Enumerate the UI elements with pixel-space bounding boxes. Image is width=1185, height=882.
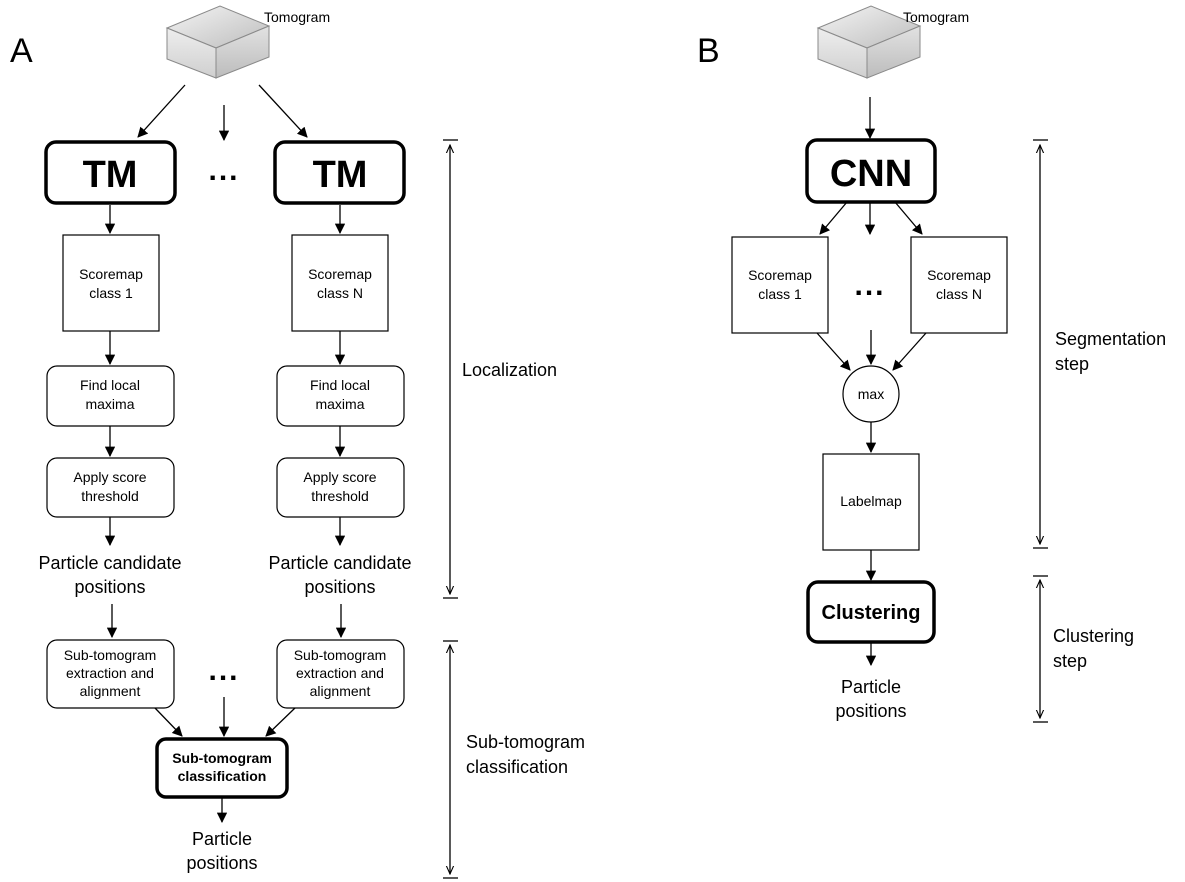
- scoremap-box-right: [291, 234, 389, 332]
- positions-a-line1: Particle: [192, 829, 252, 849]
- segmentation-line1: Segmentation: [1055, 329, 1166, 349]
- find-local-left-line1: Find local: [80, 377, 140, 393]
- apply-threshold-left-line2: threshold: [81, 488, 139, 504]
- positions-b-line2: positions: [835, 701, 906, 721]
- candidates-left-line2: positions: [74, 577, 145, 597]
- panel-b: B Tomogram CNN Scoremap class 1 ... Scor…: [697, 5, 1166, 723]
- tomogram-cube-icon-b: [816, 5, 922, 79]
- subtomo-class-line2: classification: [178, 768, 267, 784]
- apply-threshold-right-line1: Apply score: [303, 469, 376, 485]
- tm-label-right: TM: [313, 154, 368, 196]
- scoremap-right-line2: class N: [317, 285, 363, 301]
- scoremap-left-line2: class 1: [89, 285, 133, 301]
- find-local-right-line1: Find local: [310, 377, 370, 393]
- subtomo-extract-box-right: [276, 639, 405, 709]
- find-local-right-line2: maxima: [315, 396, 364, 412]
- segmentation-bracket: [1033, 139, 1048, 549]
- scoremap-b-left-line2: class 1: [758, 286, 802, 302]
- max-label: max: [858, 386, 884, 402]
- labelmap-label: Labelmap: [840, 493, 902, 509]
- clustering-step-line2: step: [1053, 651, 1087, 671]
- tomogram-label-b: Tomogram: [903, 9, 969, 25]
- cnn-label: CNN: [830, 153, 912, 195]
- ellipsis-top: ...: [208, 154, 239, 187]
- scoremap-right-line1: Scoremap: [308, 266, 372, 282]
- localization-bracket: [443, 139, 458, 599]
- apply-threshold-right-line2: threshold: [311, 488, 369, 504]
- positions-a-line2: positions: [186, 853, 257, 873]
- arrow-extract-to-class-left: [154, 707, 183, 737]
- subtomo-range-line2: classification: [466, 757, 568, 777]
- arrow-scoremap-to-max-right: [892, 332, 927, 371]
- positions-b-line1: Particle: [841, 677, 901, 697]
- arrow-cnn-to-scoremap-right: [894, 201, 923, 235]
- candidates-right-line2: positions: [304, 577, 375, 597]
- panel-b-label: B: [697, 32, 720, 70]
- scoremap-b-left-line1: Scoremap: [748, 267, 812, 283]
- subtomo-range-line1: Sub-tomogram: [466, 732, 585, 752]
- arrow-tomo-to-tm-left: [137, 84, 186, 138]
- ellipsis-b: ...: [854, 269, 885, 302]
- subtomo-class-line1: Sub-tomogram: [172, 750, 272, 766]
- cnn-box: [805, 138, 937, 204]
- tm-label-left: TM: [83, 154, 138, 196]
- scoremap-b-right: [910, 236, 1008, 334]
- arrow-extract-to-class-right: [265, 707, 296, 737]
- tm-box-left: [44, 140, 177, 205]
- arrow-scoremap-to-max-left: [816, 332, 851, 371]
- subtomo-extract-right-line3: alignment: [310, 683, 371, 699]
- subtomo-bracket: [443, 640, 458, 879]
- tm-box-right: [273, 140, 406, 205]
- clustering-step-line1: Clustering: [1053, 626, 1134, 646]
- tomogram-cube-icon: [165, 5, 271, 79]
- subtomo-extract-right-line2: extraction and: [296, 665, 384, 681]
- labelmap-box: [822, 453, 920, 551]
- localization-label: Localization: [462, 360, 557, 380]
- panel-a-label: A: [10, 32, 33, 70]
- clustering-bracket: [1033, 575, 1048, 723]
- ellipsis-bottom: ...: [208, 654, 239, 687]
- tomogram-label: Tomogram: [264, 9, 330, 25]
- subtomo-extract-left-line1: Sub-tomogram: [64, 647, 157, 663]
- subtomo-extract-box-left: [46, 639, 175, 709]
- scoremap-b-right-line2: class N: [936, 286, 982, 302]
- clustering-label: Clustering: [822, 602, 921, 624]
- scoremap-left-line1: Scoremap: [79, 266, 143, 282]
- scoremap-box-left: [62, 234, 160, 332]
- apply-threshold-left-line1: Apply score: [73, 469, 146, 485]
- scoremap-b-right-line1: Scoremap: [927, 267, 991, 283]
- subtomo-extract-left-line3: alignment: [80, 683, 141, 699]
- find-local-left-line2: maxima: [85, 396, 134, 412]
- subtomo-extract-right-line1: Sub-tomogram: [294, 647, 387, 663]
- scoremap-b-left: [731, 236, 829, 334]
- arrow-cnn-to-scoremap-left: [819, 201, 848, 235]
- segmentation-line2: step: [1055, 354, 1089, 374]
- candidates-left-line1: Particle candidate: [38, 553, 181, 573]
- candidates-right-line1: Particle candidate: [268, 553, 411, 573]
- panel-a: A Tomogram TM ... TM Scoremap class 1 Sc…: [10, 5, 585, 879]
- subtomo-extract-left-line2: extraction and: [66, 665, 154, 681]
- arrow-tomo-to-tm-right: [258, 84, 308, 138]
